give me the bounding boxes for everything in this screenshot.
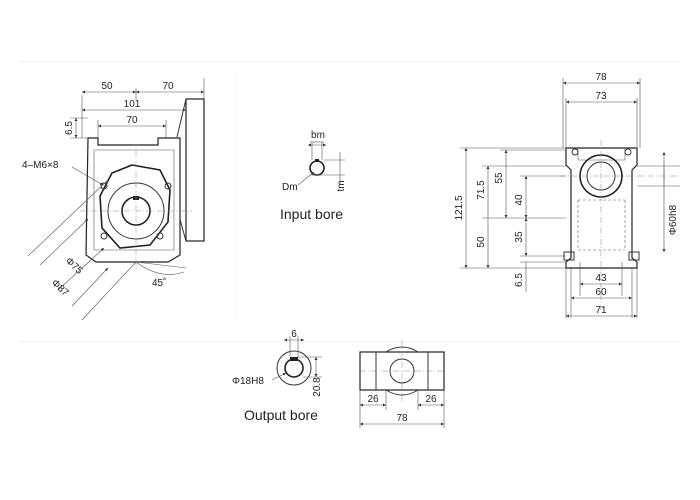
dim-50-side: 50 xyxy=(476,236,487,248)
output-dim-20-8: 20.8 xyxy=(312,377,323,397)
dim-101: 101 xyxy=(124,99,141,110)
mount-hole xyxy=(100,232,108,240)
output-bore-detail: 6 20.8 Φ18H8 Output bore xyxy=(232,329,323,423)
bottom-view: 26 26 78 xyxy=(359,340,445,428)
dim-35: 35 xyxy=(514,231,525,243)
output-dim-6: 6 xyxy=(291,329,297,340)
front-flange xyxy=(185,98,205,242)
input-bore-caption: Input bore xyxy=(280,206,343,222)
input-dm: Dm xyxy=(282,182,298,193)
front-boss xyxy=(99,164,171,249)
front-view: 50 70 101 70 6.5 4–M6×8 Φ75 Φ87 45˚ xyxy=(22,78,205,321)
input-keyway xyxy=(315,159,319,162)
dim-121-5: 121.5 xyxy=(454,195,465,220)
page-guides xyxy=(20,61,680,343)
angle-45: 45˚ xyxy=(152,277,166,289)
dim-6-5-front: 6.5 xyxy=(64,121,75,135)
dim-70-inner: 70 xyxy=(126,115,138,126)
dim-50: 50 xyxy=(101,81,113,92)
dia-87: Φ87 xyxy=(49,278,71,299)
input-bm: bm xyxy=(311,130,325,141)
input-tm: tm xyxy=(336,180,347,191)
mount-hole xyxy=(164,182,172,190)
dim-71-5: 71.5 xyxy=(476,180,487,200)
dia-75: Φ75 xyxy=(63,256,85,277)
bottom-dim-26-right: 26 xyxy=(425,394,437,405)
output-bore-caption: Output bore xyxy=(244,407,318,423)
dim-43: 43 xyxy=(595,273,607,284)
dim-6-5-side: 6.5 xyxy=(514,273,525,287)
output-bore-outer xyxy=(276,350,312,386)
dim-70-top: 70 xyxy=(162,81,174,92)
side-view: 78 73 121.5 71.5 50 55 40 35 6.5 Φ60h8 xyxy=(454,72,680,318)
side-housing xyxy=(565,147,638,269)
dim-40: 40 xyxy=(514,194,525,206)
dim-71-side: 71 xyxy=(595,305,607,316)
dim-73: 73 xyxy=(595,91,607,102)
thread-callout: 4–M6×8 xyxy=(22,160,59,171)
dim-78-side: 78 xyxy=(595,72,607,83)
dia-60h8: Φ60h8 xyxy=(668,204,679,235)
input-bore-circle xyxy=(309,160,325,176)
dim-55: 55 xyxy=(494,172,505,184)
output-bore-circle xyxy=(284,358,304,378)
output-dia-18h8: Φ18H8 xyxy=(232,376,264,387)
bottom-dim-26-left: 26 xyxy=(367,394,379,405)
mount-hole xyxy=(100,182,108,190)
dim-60-side: 60 xyxy=(595,287,607,298)
input-bore-detail: bm tm Dm Input bore xyxy=(280,130,347,222)
output-keyway xyxy=(290,357,298,361)
mount-hole xyxy=(156,232,164,240)
bottom-dim-78: 78 xyxy=(396,413,408,424)
